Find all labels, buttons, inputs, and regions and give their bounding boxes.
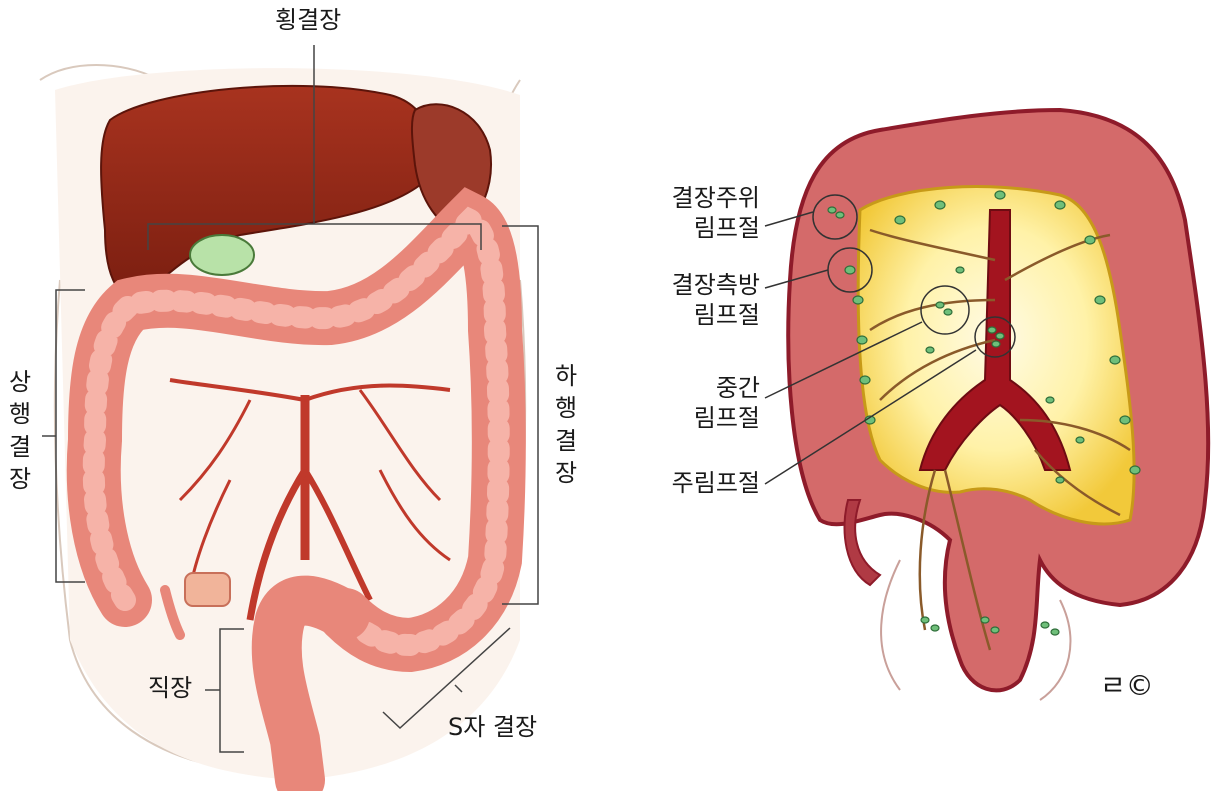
gallbladder [190,235,254,275]
label-descending-colon: 하행결장 [552,360,580,490]
ileum [185,573,230,606]
label-main-nodes: 주림프절 [640,468,760,498]
label-epicolic-nodes: 결장주위 림프절 [640,183,760,243]
label-main-text: 주림프절 [672,469,760,497]
label-paracolic-nodes: 결장측방 림프절 [640,270,760,330]
label-sigmoid-colon: S자 결장 [448,712,537,742]
label-ascending-colon: 상행결장 [6,366,34,496]
right-panel-figure [765,110,1208,700]
left-panel-figure [40,45,538,780]
label-rectum: 직장 [148,673,192,703]
label-intermediate-nodes: 중간 림프절 [640,373,760,433]
label-intermediate-text: 중간 림프절 [694,374,760,432]
artist-signature: ㄹ© [1100,668,1154,703]
label-transverse-colon: 횡결장 [275,5,341,35]
label-paracolic-text: 결장측방 림프절 [672,271,760,329]
label-epicolic-text: 결장주위 림프절 [672,184,760,242]
